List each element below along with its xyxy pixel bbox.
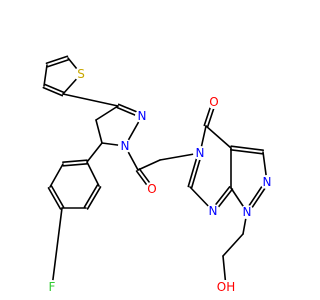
atom-label-layer: S N N O O N N N xyxy=(45,67,274,294)
molecule-structure: S N N O O N N N xyxy=(42,55,274,294)
atom-oh-terminal: OH xyxy=(217,280,235,294)
atom-label-oh-terminal: OH xyxy=(216,280,236,294)
bond-a5-a6-a xyxy=(86,186,102,210)
atom-n-pyrimidine: N xyxy=(209,204,218,218)
bond-a4-f xyxy=(51,207,63,288)
bond-a1-a2-a xyxy=(62,159,88,164)
bond-c3a-c3p-a xyxy=(229,148,264,155)
atom-label-n-pyrimidinone: N xyxy=(193,146,207,160)
atom-o-ring-carbonyl: O xyxy=(209,95,218,109)
atom-label-o-ring-carbonyl: O xyxy=(207,95,221,109)
bond-cA-ch2 xyxy=(137,159,161,171)
bond-c5-a1 xyxy=(86,142,103,163)
atom-n-pyrazoline-amide: N xyxy=(121,139,130,153)
atom-label-n-pyrazole-2: N xyxy=(260,175,274,189)
bond-c4p-c3a xyxy=(205,125,232,149)
atom-label-s-thiophene: S xyxy=(74,67,88,81)
atom-label-f-aryl: F xyxy=(45,280,59,294)
atom-s-thiophene: S xyxy=(77,67,85,81)
atom-label-n-pyrazoline-imine: N xyxy=(135,109,149,123)
bond-layer xyxy=(42,55,270,288)
atom-n-pyrazoline-imine: N xyxy=(138,109,147,123)
bond-t2-t3-b xyxy=(46,58,70,68)
atom-o-acyl: O xyxy=(147,182,156,196)
bond-c4-c3 xyxy=(95,105,119,121)
bond-a5-a6-b xyxy=(83,184,99,208)
atom-label-n-pyrazole-1: N xyxy=(240,205,254,219)
bond-a3-a4-a xyxy=(47,187,62,210)
bond-c5-c4 xyxy=(95,119,103,144)
atom-n-pyrimidinone: N xyxy=(196,146,205,160)
atom-label-o-acyl: O xyxy=(145,182,159,196)
atom-n-pyrazole-1: N xyxy=(243,205,252,219)
bond-c3a-c3p-b xyxy=(230,145,265,152)
atom-label-n-pyrazoline-amide: N xyxy=(118,139,132,153)
bond-t4-t5-a xyxy=(42,86,64,97)
atom-label-n-pyrimidine: N xyxy=(206,204,220,218)
bond-a6-a1 xyxy=(86,161,100,187)
atom-f-aryl: F xyxy=(49,280,56,294)
bond-e1-e2 xyxy=(222,233,244,257)
atom-n-pyrazole-2: N xyxy=(263,175,272,189)
bond-t4-t5-b xyxy=(43,83,65,94)
bond-t3-t4 xyxy=(43,64,48,87)
bond-a3-a4-b xyxy=(50,185,65,208)
bond-t2-t3-a xyxy=(45,55,69,65)
bond-a1-a2-b xyxy=(62,162,88,167)
bond-t5-c3 xyxy=(62,93,119,107)
bond-a2-a3 xyxy=(49,163,64,188)
